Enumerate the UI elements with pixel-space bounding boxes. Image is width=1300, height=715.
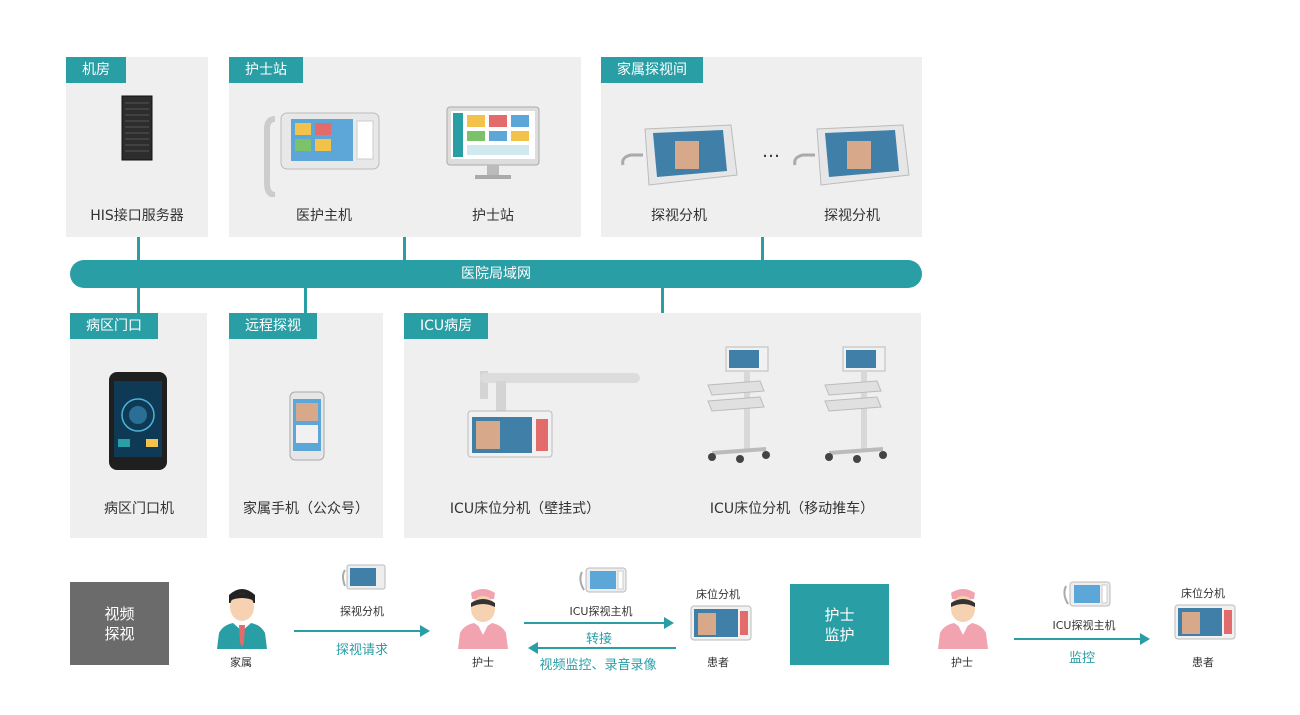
connector-line [137, 237, 140, 260]
device-label-bed-extension: 床位分机 [1181, 587, 1225, 600]
panel-tag-ward-door: 病区门口 [70, 313, 158, 339]
device-label-nurse-station: 护士站 [472, 208, 514, 224]
device-label-his-server: HIS接口服务器 [90, 208, 184, 224]
device-label-icu-cart: ICU床位分机（移动推车） [709, 501, 875, 517]
panel-tag-icu-ward: ICU病房 [404, 313, 489, 339]
mode-box-video-visit: 视频 探视 [70, 582, 169, 665]
family-person-icon [217, 589, 267, 649]
connector-line [661, 288, 664, 313]
door-terminal-icon [109, 372, 167, 470]
panel-icu-ward: ICU病房 ICU床位分机（壁挂式） ICU床位分机（移动推车） [404, 313, 921, 538]
arrow-transfer [524, 617, 674, 629]
device-ellipsis: … [762, 141, 780, 162]
device-label-icu-wall: ICU床位分机（壁挂式） [449, 501, 601, 517]
role-label-nurse: 护士 [472, 656, 494, 669]
server-rack-icon [121, 95, 153, 161]
device-label-visit-extension-1: 探视分机 [651, 208, 707, 224]
nurse-station-monitor-icon [446, 106, 540, 179]
icu-host-small-icon [579, 567, 627, 593]
device-label-visit-extension-2: 探视分机 [824, 208, 880, 224]
role-label-patient: 患者 [707, 656, 729, 669]
panel-tag-server-room: 机房 [66, 57, 126, 83]
action-label-visit-request: 探视请求 [335, 643, 389, 658]
action-label-monitor-record: 视频监控、录音录像 [539, 658, 657, 673]
device-label-nurse-host: 医护主机 [296, 208, 352, 224]
role-label-nurse: 护士 [951, 656, 973, 669]
panel-tag-family-room: 家属探视间 [601, 57, 703, 83]
connector-line [403, 237, 406, 260]
mode-line: 护士 [824, 605, 855, 624]
mode-line: 视频 [104, 604, 135, 623]
mobile-phone-icon [289, 391, 325, 461]
nurse-person-icon [938, 589, 988, 649]
panel-tag-remote-visit: 远程探视 [229, 313, 317, 339]
wall-mount-bed-terminal-icon [467, 371, 640, 458]
arrow-monitor-record [528, 642, 676, 654]
mode-line: 探视 [104, 624, 135, 643]
role-label-family: 家属 [230, 656, 252, 669]
nurse-person-icon [458, 589, 508, 649]
device-label-family-phone: 家属手机（公众号） [243, 501, 369, 517]
mode-box-nurse-monitor: 护士 监护 [790, 584, 889, 665]
connector-line [761, 237, 764, 260]
connector-line [304, 288, 307, 313]
device-label-icu-host: ICU探视主机 [1052, 619, 1116, 632]
device-label-ward-door: 病区门口机 [104, 501, 174, 517]
mode-line: 监护 [824, 625, 855, 644]
device-label-visit-extension: 探视分机 [340, 605, 384, 618]
hospital-lan-bus: 医院局域网 [70, 260, 922, 288]
panel-remote-visit: 远程探视 家属手机（公众号） [229, 313, 383, 538]
panel-ward-door: 病区门口 病区门口机 [70, 313, 207, 538]
visit-extension-small-icon [342, 564, 386, 590]
arrow-visit-request [294, 625, 430, 637]
arrow-monitor [1014, 633, 1150, 645]
bed-extension-small-icon [690, 605, 752, 641]
nurse-host-phone-icon [264, 112, 380, 197]
mobile-cart-terminal-icon [707, 346, 770, 463]
panel-server-room: 机房 HIS接口服务器 [66, 57, 208, 237]
device-label-bed-extension: 床位分机 [696, 588, 740, 601]
panel-family-room: 家属探视间 … 探视分机 探视分机 [601, 57, 922, 237]
visit-terminal-icon [793, 124, 910, 186]
connector-line [137, 288, 140, 313]
panel-nurse-station: 护士站 医护主机 护士站 [229, 57, 581, 237]
mobile-cart-terminal-icon [824, 346, 887, 463]
icu-host-small-icon [1063, 581, 1111, 607]
action-label-monitor: 监控 [1068, 651, 1096, 666]
visit-terminal-icon [621, 124, 738, 186]
device-label-icu-host: ICU探视主机 [569, 605, 633, 618]
role-label-patient: 患者 [1192, 656, 1214, 669]
bed-extension-small-icon [1174, 604, 1236, 640]
action-label-transfer: 转接 [585, 632, 613, 647]
panel-tag-nurse-station: 护士站 [229, 57, 303, 83]
